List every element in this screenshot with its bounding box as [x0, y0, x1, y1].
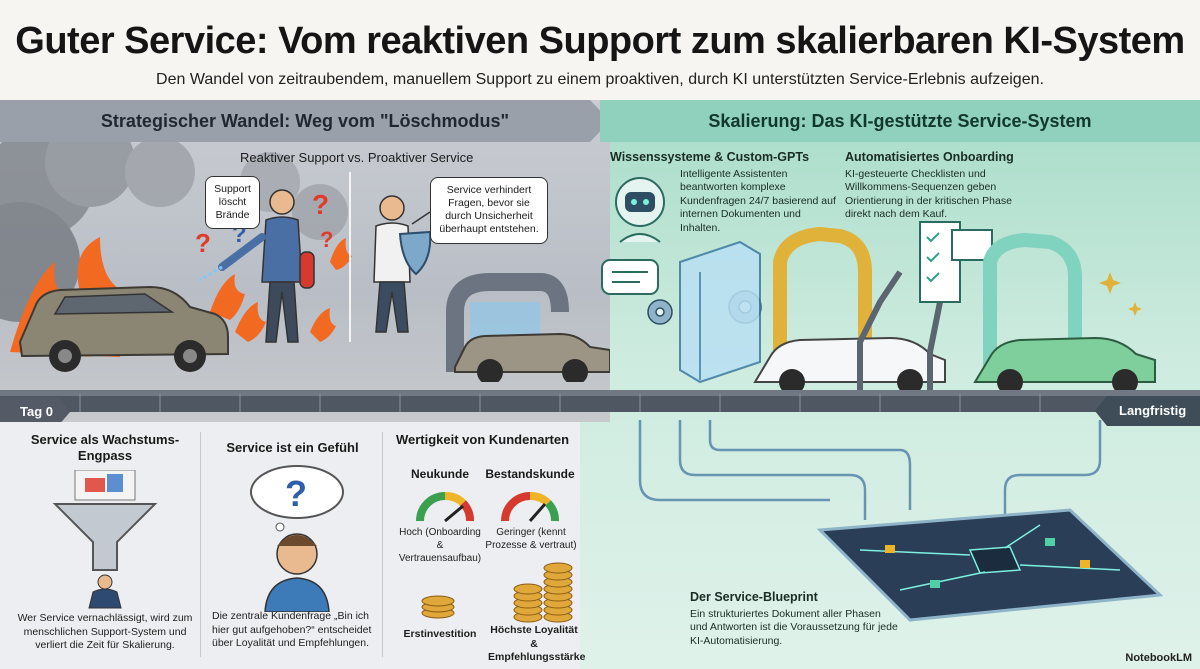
page-title: Guter Service: Vom reaktiven Support zum…: [15, 20, 1185, 62]
question-icon: ?: [285, 473, 307, 514]
checklist-icon: [919, 221, 993, 303]
golden-arch-icon: [773, 226, 872, 382]
shield-person-icon: [373, 195, 432, 333]
tag-day-zero: Tag 0: [0, 398, 70, 426]
stressed-person-icon: [199, 189, 315, 343]
new-cost-text: Erstinvestition: [403, 628, 477, 640]
card-divider: [382, 432, 383, 657]
gauge-icons: [416, 492, 559, 523]
header: Guter Service: Vom reaktiven Support zum…: [0, 0, 1200, 100]
existing-customer-label: Bestandskunde: [485, 467, 575, 481]
svg-text:?: ?: [320, 227, 333, 252]
funnel-icon: [52, 470, 158, 609]
speech-bubble-fire: Support löscht Brände: [205, 176, 260, 230]
green-car-icon: [973, 336, 1156, 392]
knowledge-server-icon: [679, 240, 761, 384]
blueprint-circuit: [638, 420, 1164, 622]
knowledge-title: Wissenssysteme & Custom-GPTs: [610, 150, 810, 164]
dirty-car-icon: [454, 332, 610, 382]
brand-notebooklm: NotebookLM: [1125, 652, 1192, 664]
teal-arch-icon: [983, 232, 1082, 382]
feeling-title: Service ist ein Gefühl: [226, 440, 359, 455]
old-car-icon: [18, 285, 229, 372]
existing-gauge-text: Geringer (kennt Prozesse & vertraut): [485, 527, 577, 551]
right-banner: Skalierung: Das KI-gestützte Service-Sys…: [600, 100, 1200, 142]
knowledge-text: Intelligente Assistenten beantworten kom…: [680, 168, 836, 234]
value-title: Wertigkeit von Kundenarten: [395, 432, 570, 447]
robot-assistant-icon: [615, 177, 665, 243]
growth-text: Wer Service vernachlässigt, wird zum men…: [17, 612, 193, 652]
onboarding-title: Automatisiertes Onboarding: [845, 150, 1014, 164]
coin-stacks-icon: [421, 562, 573, 623]
gauge-high-icon: [416, 492, 474, 523]
ai-scene: [601, 177, 1156, 392]
new-customer-label: Neukunde: [410, 467, 469, 481]
growth-title: Service als Wachstums-Engpass: [30, 432, 180, 464]
onboarding-text: KI-gesteuerte Checklisten und Willkommen…: [845, 168, 1012, 221]
shield-icon: [398, 230, 432, 276]
gauge-low-icon: [501, 492, 559, 522]
tag-long-term: Langfristig: [1095, 396, 1200, 426]
svg-text:?: ?: [195, 228, 211, 258]
circuit-lines: [638, 420, 1102, 520]
feeling-text: Die zentrale Kundenfrage „Bin ich hier g…: [212, 610, 372, 650]
left-banner: Strategischer Wandel: Weg vom "Löschmodu…: [0, 100, 610, 142]
sparkle-icon: [1099, 272, 1142, 316]
chat-bubble-icon: [601, 259, 659, 295]
existing-value-text: Höchste Loyalität & Empfehlungsstärke: [488, 624, 586, 664]
blueprint-title: Der Service-Blueprint: [690, 590, 818, 604]
page-subtitle: Den Wandel von zeitraubendem, manuellem …: [156, 71, 1044, 88]
circuit-board-icon: [816, 508, 1164, 622]
new-gauge-text: Hoch (Onboarding & Vertrauensaufbau): [398, 527, 482, 564]
compare-heading: Reaktiver Support vs. Proaktiver Service: [240, 150, 474, 165]
blueprint-text: Ein strukturiertes Dokument aller Phasen…: [690, 608, 898, 647]
thinking-person-icon: ?: [250, 465, 344, 612]
speech-bubble-shield: Service verhindert Fragen, bevor sie dur…: [430, 177, 548, 244]
conveyor-belt: [0, 390, 1200, 412]
card-divider: [200, 432, 201, 657]
svg-text:?: ?: [312, 189, 329, 220]
